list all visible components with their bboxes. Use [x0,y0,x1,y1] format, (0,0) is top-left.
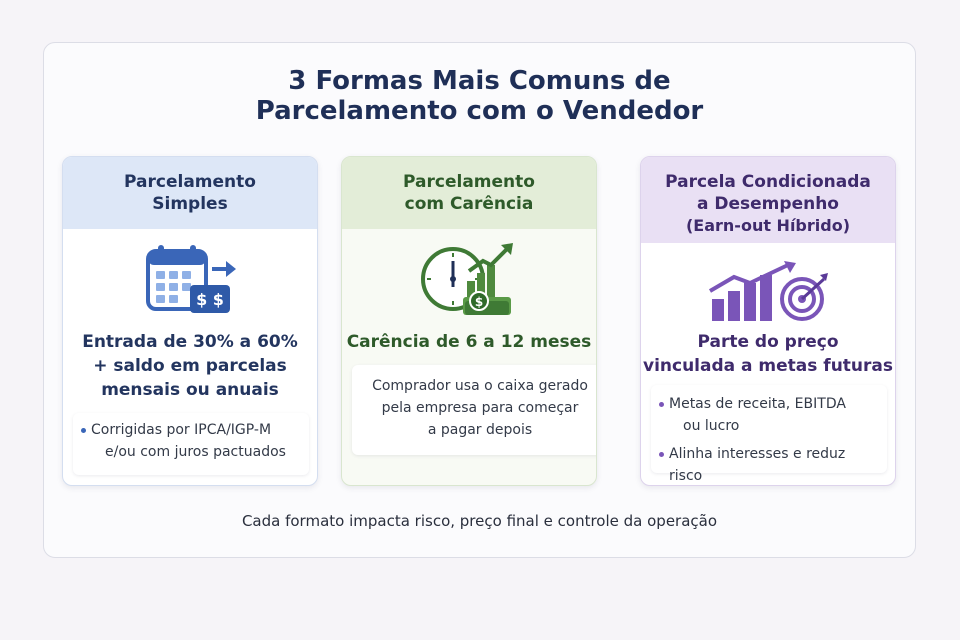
card-heading-line: com Carência [404,194,534,214]
card-parcela-condicionada: Parcela Condicionada a Desempenho (Earn-… [640,156,896,486]
list-item: Metas de receita, EBITDA ou lucro [659,393,879,437]
bullet-icon [659,452,664,457]
detail-line: Metas de receita, EBITDA [669,396,846,412]
detail-line: Alinha interesses e reduz risco [669,446,846,484]
clock-cash-growth-icon: $ [417,237,521,323]
list-item: Alinha interesses e reduz risco [659,443,879,485]
bullet-icon [659,402,664,407]
detail-line: Comprador usa o caixa gerado [372,378,588,394]
card-heading-line: Simples [152,194,228,214]
detail-box: Corrigidas por IPCA/IGP-M e/ou com juros… [73,413,309,475]
card-heading-line: Parcelamento [403,172,535,192]
card-heading: Parcelamento com Carência [342,157,596,229]
list-item: Corrigidas por IPCA/IGP-M e/ou com juros… [81,419,301,463]
bullet-icon [81,428,86,433]
bar-chart-target-icon [706,261,830,327]
title-line-2: Parcelamento com o Vendedor [255,96,704,126]
detail-line: a pagar depois [427,422,533,438]
card-heading-line: Parcelamento [124,172,256,192]
main-line: Parte do preço [697,332,839,352]
card-heading-line: Parcela Condicionada [665,172,871,192]
calendar-money-icon: $ $ [142,241,238,321]
card-heading-line: a Desempenho [697,194,839,214]
detail-line: e/ou com juros pactuados [105,444,286,460]
main-line: Carência de 6 a 12 meses [346,332,592,352]
main-line: Entrada de 30% a 60% [82,332,298,352]
card-parcelamento-simples: Parcelamento Simples $ $ Entrada de 30% … [62,156,318,486]
card-main-text: Parte do preço vinculada a metas futuras [641,330,895,378]
card-parcelamento-carencia: Parcelamento com Carência $ Carência de … [341,156,597,486]
page-title: 3 Formas Mais Comuns de Parcelamento com… [43,66,916,126]
title-line-1: 3 Formas Mais Comuns de [288,66,671,96]
card-heading-subline: (Earn-out Híbrido) [685,216,851,235]
detail-box: Metas de receita, EBITDA ou lucro Alinha… [651,385,887,484]
main-line: vinculada a metas futuras [642,356,894,376]
main-line: + saldo em parcelas [93,356,287,376]
detail-box: Comprador usa o caixa gerado pela empres… [352,365,596,455]
detail-line: Corrigidas por IPCA/IGP-M [91,422,272,438]
svg-text:$: $ [475,295,483,309]
footer-caption: Cada formato impacta risco, preço final … [241,512,718,530]
svg-text:$ $: $ $ [196,290,224,309]
card-main-text: Entrada de 30% a 60% + saldo em parcelas… [63,330,317,402]
main-line: mensais ou anuais [101,380,279,400]
detail-line: ou lucro [683,418,740,434]
card-heading: Parcela Condicionada a Desempenho (Earn-… [641,157,895,243]
detail-line: pela empresa para começar [381,400,579,416]
card-main-text: Carência de 6 a 12 meses [342,330,596,354]
card-heading: Parcelamento Simples [63,157,317,229]
